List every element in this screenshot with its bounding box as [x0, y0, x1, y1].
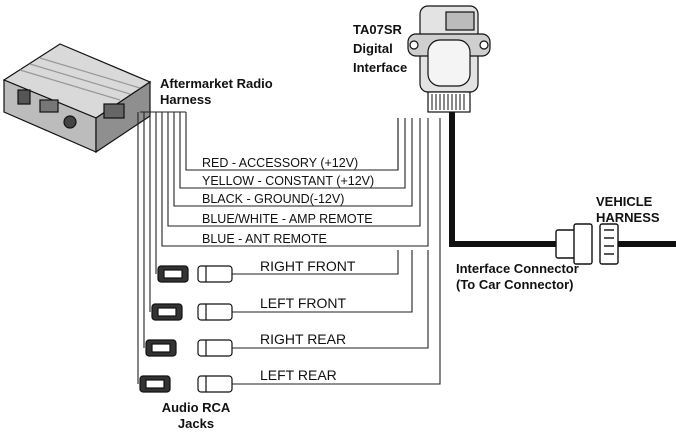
ta07sr-interface-module	[407, 5, 491, 113]
wire-label-blue-white-amp-remote: BLUE/WHITE - AMP REMOTE	[202, 212, 373, 226]
radio-harness-wires	[137, 111, 441, 385]
interface-connector-label-line1: Interface Connector	[456, 261, 579, 276]
interface-title-line2: Digital	[353, 41, 393, 56]
radio-harness-label-line2: Harness	[160, 92, 212, 107]
interface-connector-label-line2: (To Car Connector)	[456, 277, 574, 292]
audio-rca-label-line2: Jacks	[177, 416, 215, 431]
vehicle-harness-label-line2: HARNESS	[596, 210, 660, 225]
rca-label-left-rear: LEFT REAR	[260, 367, 337, 383]
wire-label-yellow-constant: YELLOW - CONSTANT (+12V)	[202, 174, 375, 188]
interface-title-line3: Interface	[353, 60, 408, 75]
rca-label-left-front: LEFT FRONT	[260, 295, 347, 311]
wire-label-red-accessory: RED - ACCESSORY (+12V)	[202, 156, 359, 170]
vehicle-harness-label-line1: VEHICLE	[596, 194, 653, 209]
rca-label-right-rear: RIGHT REAR	[260, 331, 347, 347]
rca-pair-left-rear	[139, 375, 233, 393]
rca-pair-right-rear	[145, 339, 233, 357]
wire-label-blue-ant-remote: BLUE - ANT REMOTE	[202, 232, 327, 246]
interface-cable	[449, 112, 676, 247]
rca-pair-right-front	[157, 265, 233, 283]
rca-label-right-front: RIGHT FRONT	[260, 258, 356, 274]
rca-jack-pairs	[139, 265, 233, 393]
interface-connector	[555, 223, 619, 265]
radio-harness-label-line1: Aftermarket Radio	[160, 76, 273, 91]
audio-rca-label-line1: Audio RCA	[161, 400, 231, 415]
interface-title-line1: TA07SR	[353, 22, 402, 37]
wire-label-black-ground: BLACK - GROUND(-12V)	[202, 192, 345, 206]
rca-pair-left-front	[151, 303, 233, 321]
aftermarket-radio-unit	[2, 43, 152, 154]
